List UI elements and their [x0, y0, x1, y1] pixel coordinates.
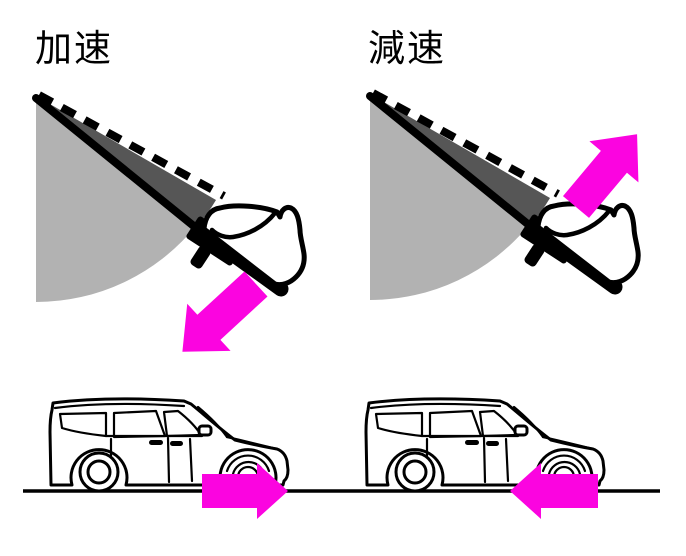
car-forward-arrow-icon	[202, 463, 288, 519]
pedal-diagram-accelerate	[36, 95, 304, 302]
car-decelerate-arrow-icon	[510, 463, 598, 519]
accelerate-label: 加速	[35, 28, 113, 69]
pedal-press-arrow-icon	[182, 271, 268, 352]
pedal-release-arrow-icon	[562, 134, 639, 218]
decelerate-label: 減速	[368, 28, 446, 69]
